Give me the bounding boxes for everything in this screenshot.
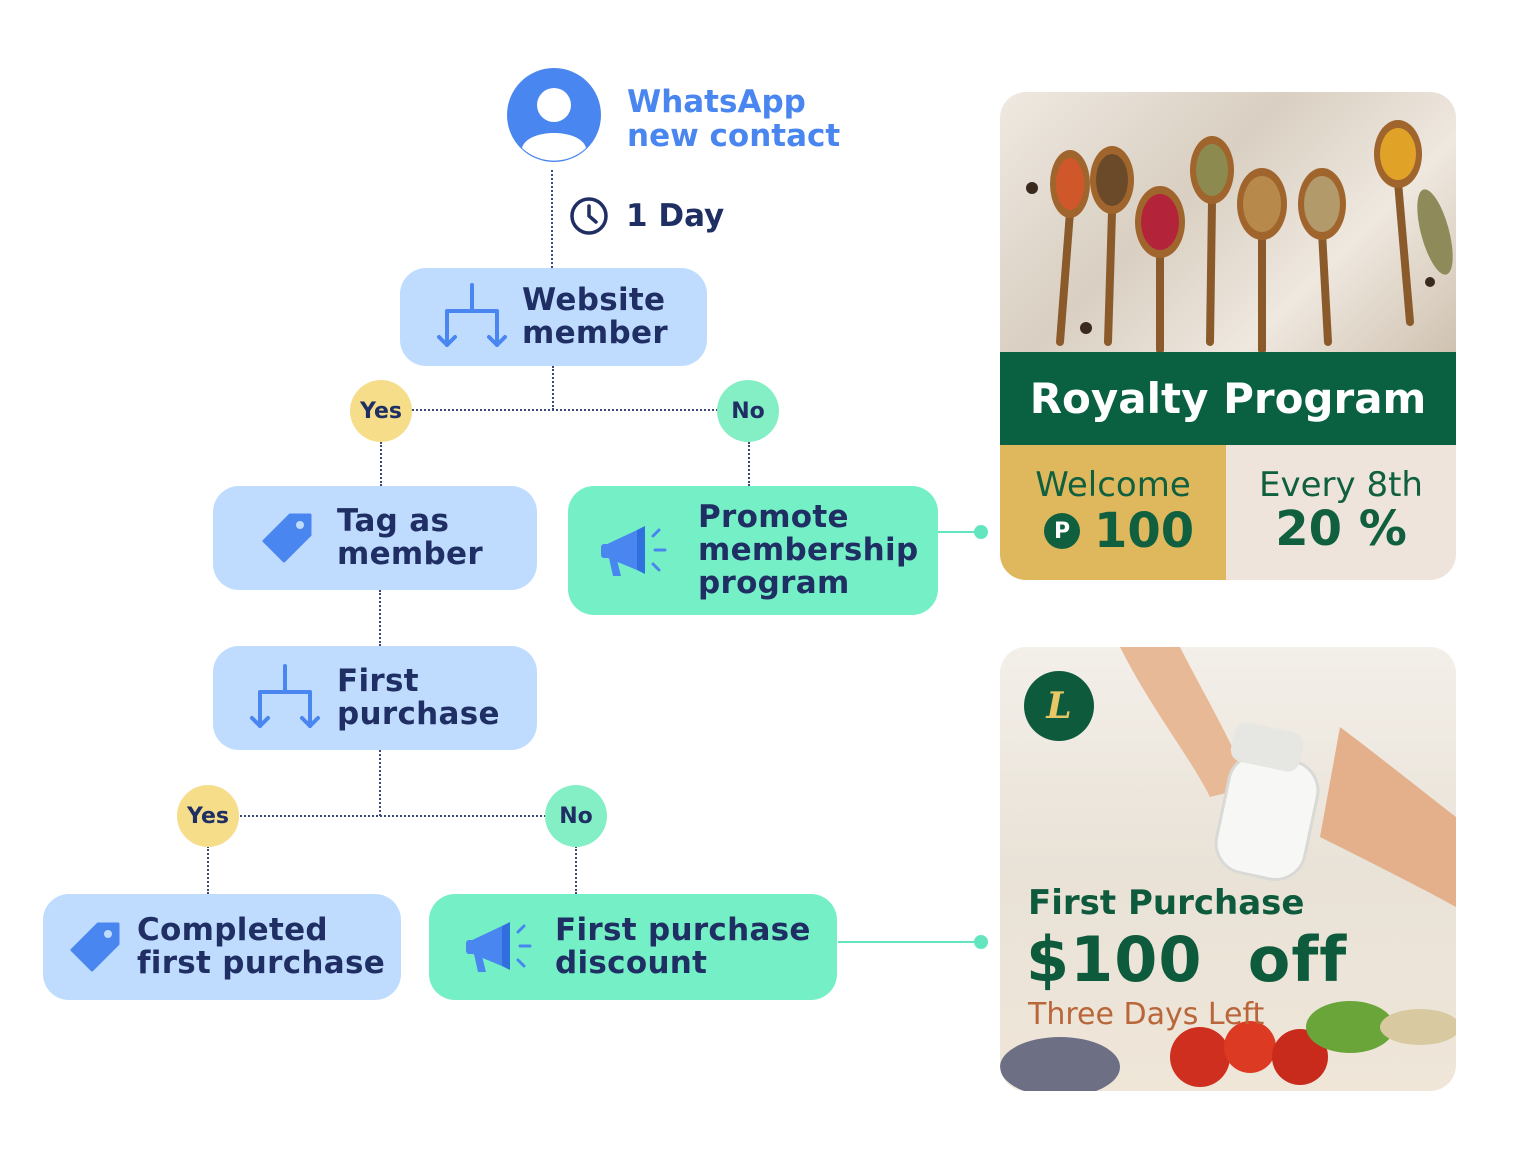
- connector-first-down: [379, 750, 381, 816]
- branch-split-icon: [247, 662, 323, 734]
- tag-icon: [67, 920, 123, 974]
- connector-website-branches: [412, 409, 718, 411]
- delay-step[interactable]: 1 Day: [568, 195, 724, 237]
- every-8th-value: 20 %: [1275, 501, 1407, 557]
- node-promote-line3: program: [698, 565, 850, 601]
- salt-shaker-photo: [1000, 647, 1456, 1091]
- points-icon: P: [1044, 513, 1080, 549]
- megaphone-icon: [596, 520, 676, 582]
- brand-logo: L: [1024, 671, 1094, 741]
- node-tag-as-member-line1: Tag as: [337, 503, 450, 539]
- node-discount-line1: First purchase: [555, 912, 811, 948]
- connector-tag-to-first: [379, 590, 381, 646]
- welcome-label: Welcome: [1035, 465, 1191, 505]
- node-discount-line2: discount: [555, 945, 708, 981]
- connector-dot-royalty: [974, 525, 988, 539]
- node-promote-line2: membership: [698, 532, 919, 568]
- clock-icon: [570, 197, 608, 235]
- connector-no2-down: [575, 846, 577, 894]
- connector-first-branches: [240, 815, 546, 817]
- node-completed-line1: Completed: [137, 912, 328, 948]
- node-first-purchase-line2: purchase: [337, 696, 500, 732]
- node-website-member-line1: Website: [522, 282, 666, 318]
- megaphone-icon: [461, 916, 541, 978]
- node-tag-as-member[interactable]: Tag as member: [213, 486, 537, 590]
- connector-no1-down: [748, 442, 750, 486]
- node-promote-line1: Promote: [698, 499, 849, 535]
- trigger-title-line2: new contact: [627, 118, 841, 154]
- node-first-purchase-discount[interactable]: First purchase discount: [429, 894, 837, 1000]
- node-completed-first-purchase[interactable]: Completed first purchase: [43, 894, 401, 1000]
- delay-label: 1 Day: [626, 198, 725, 234]
- welcome-points: P 100: [1044, 503, 1194, 559]
- offer-headline: First Purchase: [1028, 883, 1305, 923]
- royalty-program-card[interactable]: Royalty Program Welcome P 100 Every 8th …: [1000, 92, 1456, 580]
- offer-amount: $100 off: [1026, 923, 1348, 996]
- node-completed-line2: first purchase: [137, 945, 386, 981]
- every-8th-panel: Every 8th 20 %: [1226, 445, 1456, 580]
- connector-discount-to-card: [838, 941, 982, 943]
- user-avatar-icon: [507, 68, 601, 162]
- branch-no-pill[interactable]: No: [717, 380, 779, 442]
- connector-yes1-down: [380, 442, 382, 486]
- welcome-points-value: 100: [1094, 503, 1195, 559]
- spices-photo: [1000, 92, 1456, 354]
- connector-dot-offer: [974, 935, 988, 949]
- branch-no-pill[interactable]: No: [545, 785, 607, 847]
- connector-yes2-down: [207, 846, 209, 894]
- welcome-panel: Welcome P 100: [1000, 445, 1226, 580]
- every-8th-label: Every 8th: [1259, 465, 1423, 505]
- node-first-purchase[interactable]: First purchase: [213, 646, 537, 750]
- connector-promote-to-card: [938, 531, 982, 533]
- trigger-avatar[interactable]: [507, 68, 601, 162]
- tag-icon: [259, 511, 315, 565]
- node-promote-membership[interactable]: Promote membership program: [568, 486, 938, 615]
- connector-trigger-to-website: [551, 170, 553, 268]
- branch-yes-pill[interactable]: Yes: [350, 380, 412, 442]
- node-first-purchase-line1: First: [337, 663, 419, 699]
- trigger-title: WhatsApp new contact: [627, 85, 840, 153]
- node-website-member[interactable]: Website member: [400, 268, 707, 366]
- offer-deadline: Three Days Left: [1028, 997, 1265, 1032]
- royalty-title: Royalty Program: [1000, 352, 1456, 445]
- node-website-member-line2: member: [522, 315, 668, 351]
- first-purchase-offer-card[interactable]: L First Purchase $100 off Three Days Lef…: [1000, 647, 1456, 1091]
- branch-yes-pill[interactable]: Yes: [177, 785, 239, 847]
- trigger-title-line1: WhatsApp: [627, 84, 806, 120]
- branch-split-icon: [434, 281, 510, 353]
- connector-website-down: [552, 366, 554, 410]
- node-tag-as-member-line2: member: [337, 536, 483, 572]
